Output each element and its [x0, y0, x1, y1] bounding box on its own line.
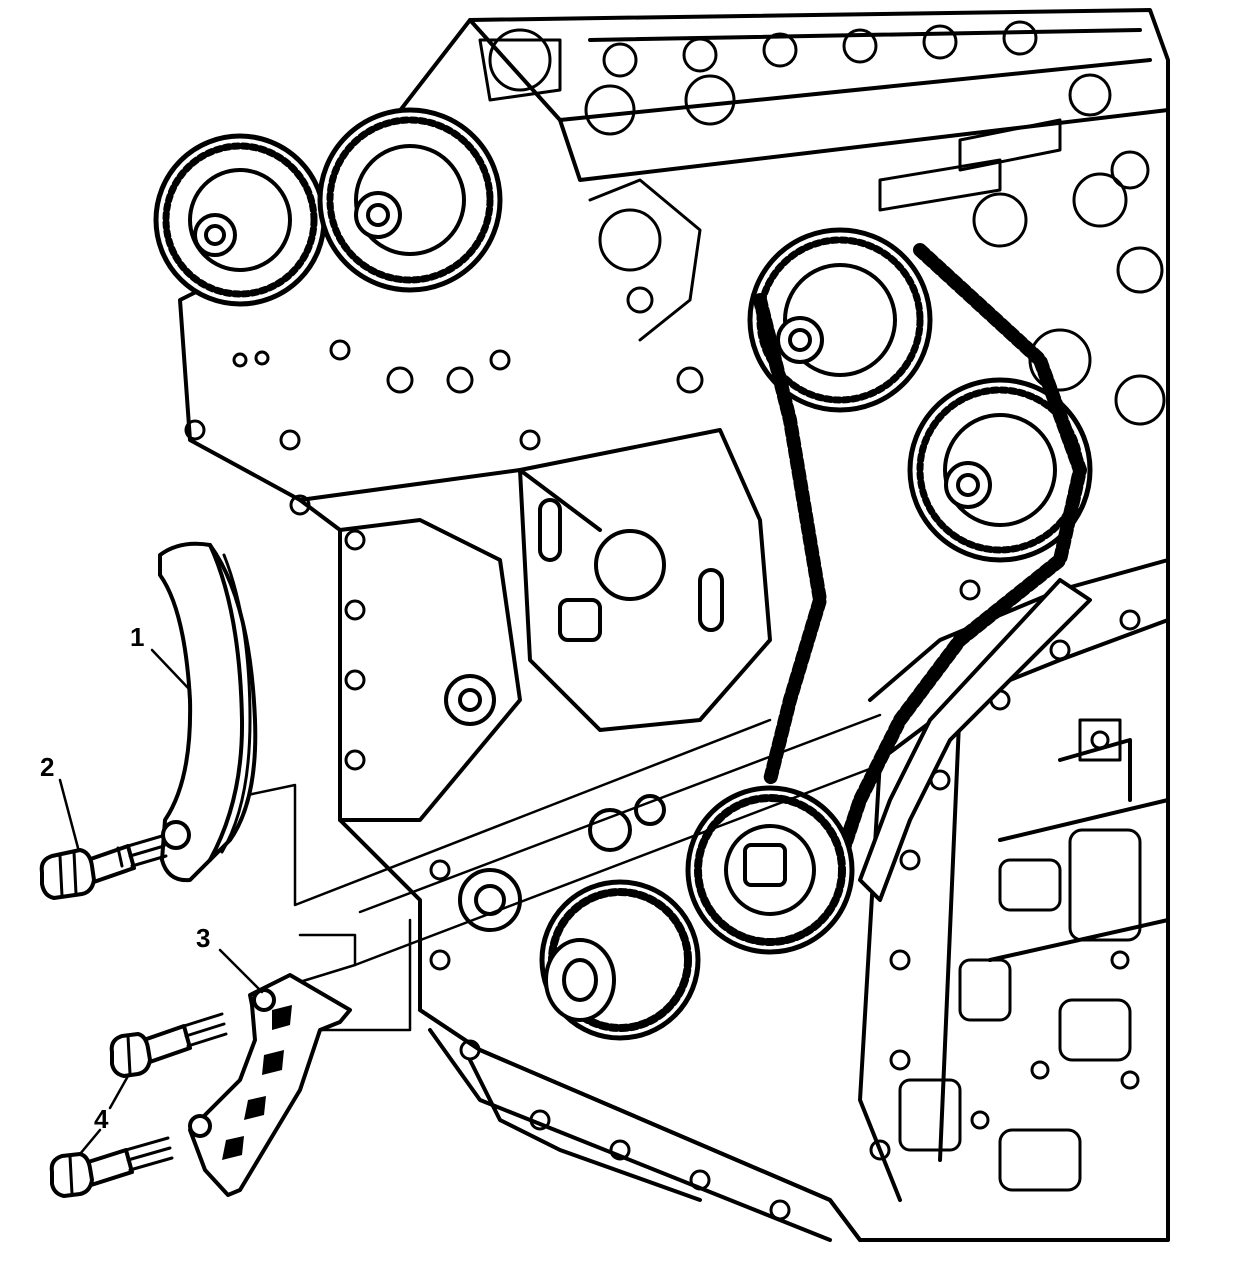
callout-2: 2 — [40, 752, 54, 782]
leader-4a — [108, 1074, 130, 1110]
callout-4: 4 — [94, 1104, 109, 1134]
leader-1 — [150, 648, 192, 692]
lower-guide-bolt-icon — [49, 1136, 174, 1198]
timing-chain-guide-icon — [158, 541, 258, 883]
chain-tensioner-shoe-icon — [858, 578, 1092, 902]
leader-4b — [78, 1128, 102, 1156]
balance-shaft-gear-icon — [539, 794, 701, 1041]
lower-guide-icon — [188, 973, 352, 1197]
upper-guide-bolt-icon — [109, 1012, 228, 1078]
left-bank-cam-sprockets-icon — [153, 107, 503, 307]
oil-pump-drive-icon — [444, 674, 522, 932]
projection-lines — [198, 713, 882, 1032]
callout-3: 3 — [196, 923, 210, 953]
leader-2 — [58, 778, 80, 850]
crankshaft-sprocket-icon — [685, 785, 855, 955]
callout-1: 1 — [130, 622, 144, 652]
timing-chain-icon — [753, 243, 1087, 867]
guide-bolt-icon — [39, 834, 168, 900]
callout-leaders — [58, 648, 264, 1156]
leader-3 — [218, 948, 264, 994]
guide-bolts-icon — [49, 1012, 228, 1198]
right-bank-cam-sprockets-icon — [747, 227, 1093, 563]
